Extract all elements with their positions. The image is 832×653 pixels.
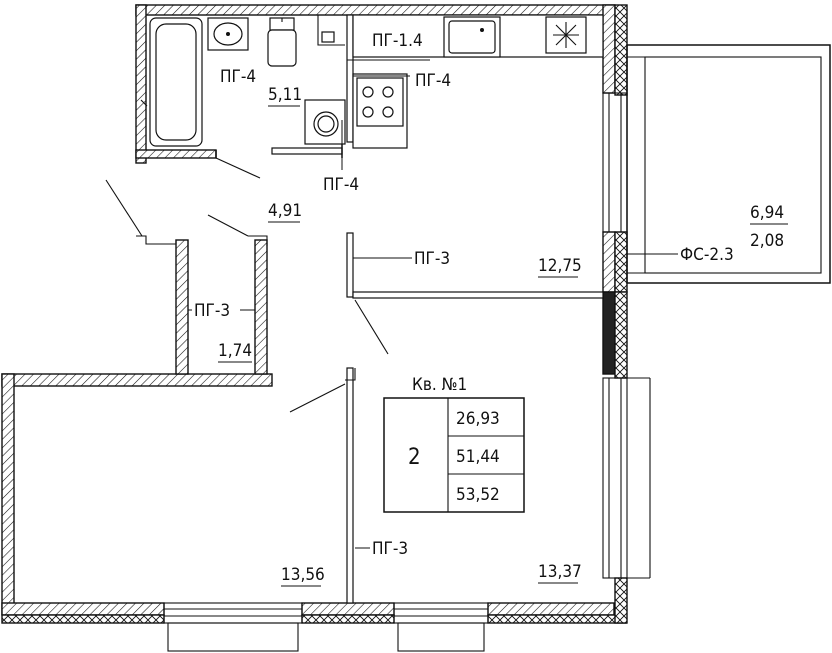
- kitchen-sink-icon: [443, 16, 501, 58]
- exterior-walls: [1, 4, 628, 624]
- toilet-icon: [267, 17, 297, 67]
- windows: [163, 92, 651, 652]
- door-swings: [105, 157, 389, 413]
- label-pg4-kitchen: ПГ-4: [415, 71, 451, 91]
- total-area: 51,44: [456, 447, 500, 467]
- hallway-area: 4,91: [268, 201, 302, 221]
- interior-partitions: [135, 14, 604, 604]
- label-pg4-bath: ПГ-4: [220, 67, 256, 87]
- kitchen-fixtures: [352, 14, 604, 149]
- total-area-with-balcony: 53,52: [456, 485, 500, 505]
- room-left-area: 13,56: [281, 565, 325, 585]
- pipe-riser-icon: [317, 15, 345, 46]
- closet-area: 1,74: [218, 341, 252, 361]
- label-pg3-rooms: ПГ-3: [372, 539, 408, 559]
- bathroom-area: 5,11: [268, 85, 302, 105]
- stove-icon: [352, 73, 408, 149]
- room-right-area: 13,37: [538, 562, 582, 582]
- label-pg4-hall: ПГ-4: [323, 175, 359, 195]
- apartment-title: Кв. №1: [412, 375, 467, 395]
- apartment-info: Кв. №1 2 26,93 51,44 53,52: [408, 375, 500, 505]
- balcony: [626, 44, 831, 284]
- balcony-reduced-area: 2,08: [750, 231, 784, 251]
- kitchen-area: 12,75: [538, 256, 582, 276]
- balcony-area: 6,94: [750, 203, 784, 223]
- room-area-labels: 5,11 4,91 1,74 12,75 13,56 13,37 6,94 2,…: [218, 85, 788, 587]
- label-pg14: ПГ-1.4: [372, 31, 423, 51]
- label-pg3-closet: ПГ-3: [194, 301, 230, 321]
- label-pg3-kitchen: ПГ-3: [414, 249, 450, 269]
- label-fs23: ФС-2.3: [680, 245, 734, 265]
- living-area: 26,93: [456, 409, 500, 429]
- bathroom-fixtures: [140, 15, 346, 147]
- label-leaders: [188, 75, 678, 549]
- apartment-info-table: [383, 397, 525, 513]
- room-count: 2: [408, 445, 421, 470]
- washing-machine-icon: [304, 99, 346, 145]
- fan-icon: [545, 16, 587, 54]
- partition-labels: ПГ-1.4 ПГ-4 ПГ-4 ПГ-4 ПГ-3 ПГ-3 ПГ-3 ФС-…: [194, 31, 734, 559]
- sink-icon: [207, 17, 249, 51]
